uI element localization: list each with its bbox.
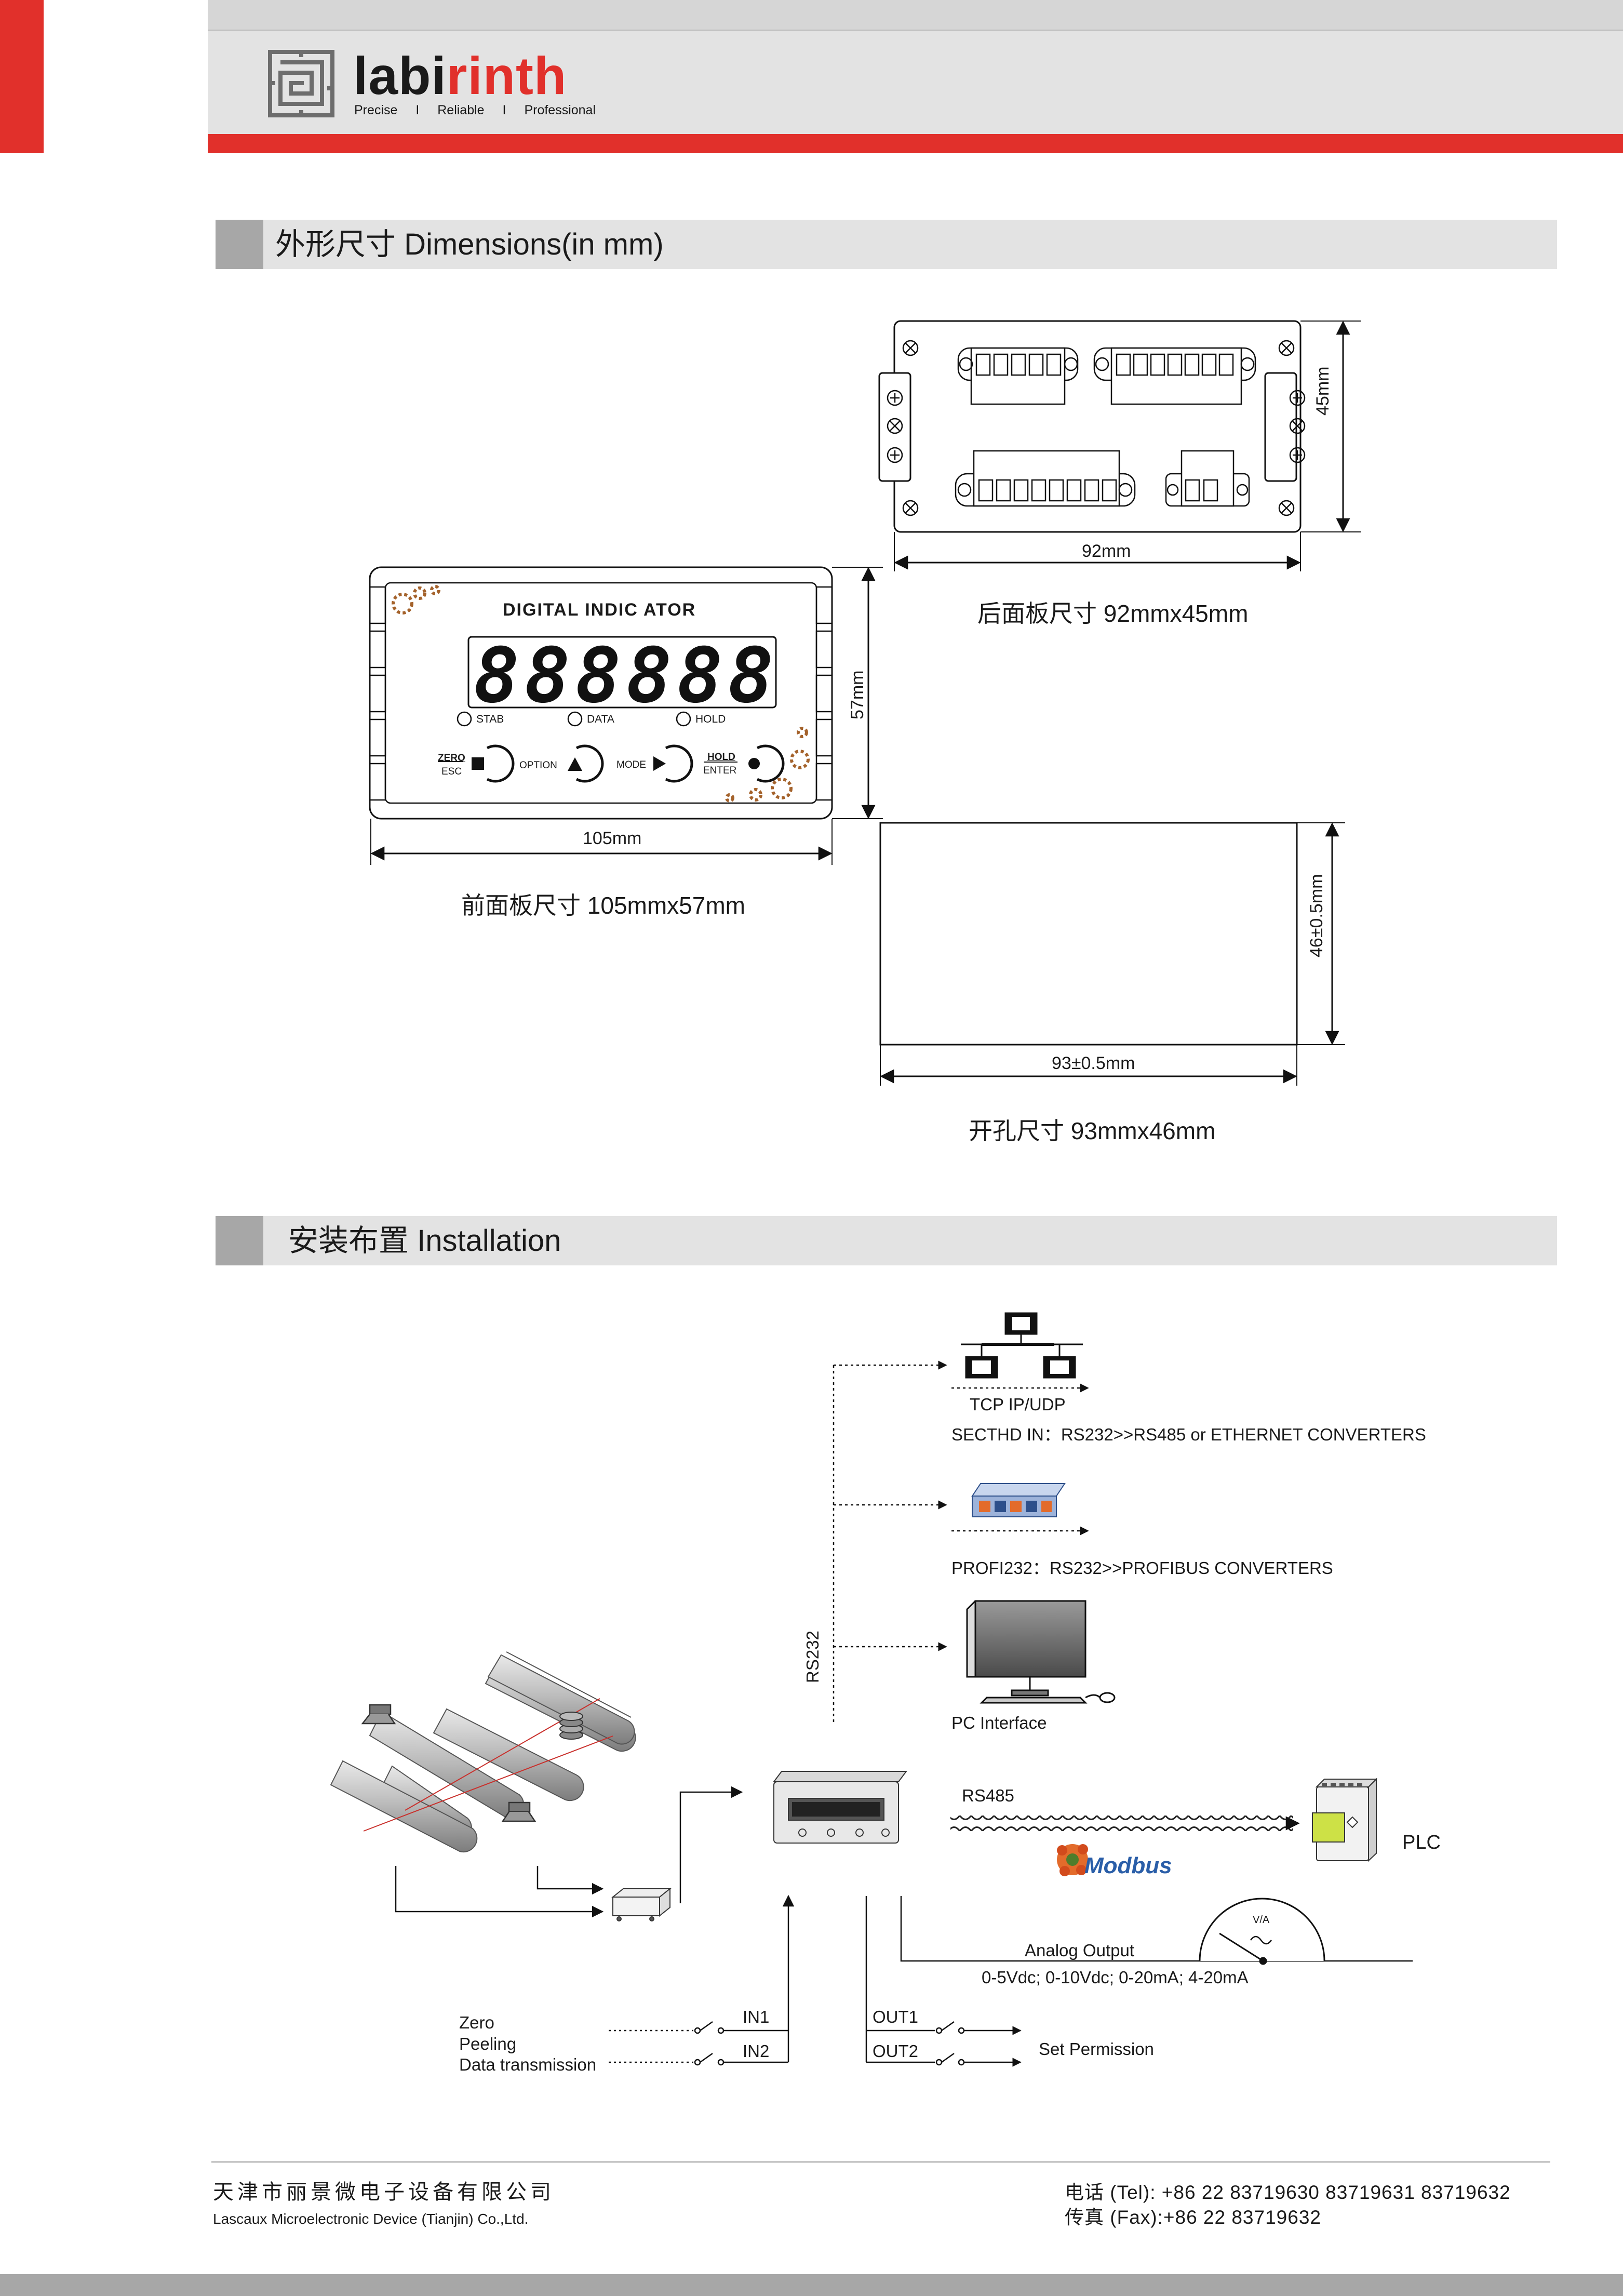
footer-fax: 传真 (Fax):+86 22 83719632: [1065, 2207, 1321, 2228]
footer-rules: [0, 2161, 1623, 2296]
switch-out2: [935, 2052, 1022, 2067]
key-label-zero: ZERO: [438, 753, 465, 764]
logo-wordmark-accent: rinth: [446, 46, 567, 105]
header-red-rule: [208, 134, 1623, 153]
front-height-label: 57mm: [848, 670, 867, 719]
tagline-separator: I: [415, 103, 420, 117]
cutout-caption: 开孔尺寸 93mmx46mm: [969, 1117, 1216, 1144]
weight-stack-icon: [559, 1712, 583, 1740]
modbus-logo-icon: [1057, 1844, 1088, 1876]
logo-wordmark: labirinth: [353, 49, 567, 102]
section-header-dimensions: 外形尺寸 Dimensions(in mm): [216, 220, 1557, 269]
section-marker: [216, 1216, 263, 1265]
header: [0, 0, 1623, 153]
tagline-item: Professional: [524, 103, 596, 117]
key-label-mode: MODE: [616, 759, 646, 770]
terminal-block: [955, 450, 1136, 507]
seven-segment-display: 888888: [474, 632, 779, 720]
tagline-item: Precise: [354, 103, 398, 117]
cutout-height-label: 46±0.5mm: [1307, 874, 1326, 957]
front-keys: [472, 744, 785, 783]
rear-width-label: 92mm: [1082, 541, 1131, 561]
rear-panel-drawing: [878, 320, 1361, 571]
maze-logo-icon: [268, 50, 334, 117]
header-band: [208, 30, 1623, 134]
out1-label: OUT1: [873, 2007, 919, 2026]
switch-out1: [935, 2021, 1022, 2035]
modbus-label: Modbus: [1084, 1853, 1172, 1878]
led-label-data: DATA: [587, 713, 614, 725]
rs485-label: RS485: [962, 1786, 1014, 1805]
analog-ranges-label: 0-5Vdc; 0-10Vdc; 0-20mA; 4-20mA: [982, 1968, 1249, 1987]
gear-icons: [392, 585, 810, 803]
logo-tagline: Precise I Reliable I Professional: [354, 104, 596, 117]
analog-output-label: Analog Output: [1025, 1941, 1134, 1960]
plc-label: PLC: [1402, 1832, 1441, 1853]
section-title: 安装布置 Installation: [288, 1224, 561, 1258]
input-data-transmission-label: Data transmission: [459, 2055, 597, 2074]
pc-interface-label: PC Interface: [951, 1713, 1047, 1732]
pc-monitor-icon: [966, 1600, 1116, 1704]
rear-height-label: 45mm: [1313, 366, 1333, 416]
section-title: 外形尺寸 Dimensions(in mm): [275, 228, 664, 261]
terminal-block: [957, 347, 1079, 405]
section-header-installation: 安装布置 Installation: [216, 1216, 1557, 1265]
junction-box-icon: [611, 1887, 672, 1921]
cutout-drawing: [879, 822, 1345, 1086]
front-panel-drawing: [369, 566, 883, 865]
ethernet-converters-label: SECTHD IN：RS232>>RS485 or ETHERNET CONVE…: [951, 1425, 1426, 1444]
footer-company-cn: 天津市丽景微电子设备有限公司: [213, 2181, 555, 2204]
key-label-enter: ENTER: [703, 765, 737, 776]
led-label-stab: STAB: [476, 713, 504, 725]
front-panel-caption: 前面板尺寸 105mmx57mm: [461, 892, 745, 919]
terminal-block: [1093, 347, 1256, 405]
tagline-item: Reliable: [437, 103, 485, 117]
tagline-separator: I: [502, 103, 506, 117]
profibus-converter-icon: [971, 1483, 1066, 1517]
led-label-hold: HOLD: [695, 713, 726, 725]
section-marker: [216, 220, 263, 269]
in2-label: IN2: [743, 2041, 770, 2061]
set-permission-label: Set Permission: [1039, 2039, 1154, 2059]
key-label-esc: ESC: [441, 766, 462, 777]
key-label-hold: HOLD: [707, 752, 735, 763]
in1-label: IN1: [743, 2007, 770, 2026]
meter-icon: [1199, 1898, 1325, 1965]
network-icon: [961, 1312, 1083, 1379]
rear-panel-caption: 后面板尺寸 92mmx45mm: [977, 600, 1249, 627]
terminal-block: [1165, 450, 1250, 507]
out2-label: OUT2: [873, 2041, 919, 2061]
logo-wordmark-plain: labi: [353, 46, 447, 105]
belt-roller-illustration: [330, 1651, 636, 1853]
switch-in2: [694, 2052, 788, 2066]
red-side-band: [0, 0, 44, 153]
installation-diagram: [330, 1312, 1413, 2067]
indicator-device-icon: [773, 1771, 907, 1844]
key-label-option: OPTION: [519, 760, 557, 771]
cutout-width-label: 93±0.5mm: [1052, 1053, 1135, 1073]
header-top-strip: [208, 0, 1623, 30]
rs485-cable: [950, 1816, 1293, 1831]
screw-icons: [887, 340, 1306, 516]
footer-company-en: Lascaux Microelectronic Device (Tianjin)…: [213, 2211, 529, 2227]
plc-icon: [1312, 1778, 1378, 1862]
meter-va-label: V/A: [1253, 1914, 1270, 1926]
front-width-label: 105mm: [583, 829, 642, 848]
rs232-label: RS232: [803, 1631, 822, 1683]
input-peeling-label: Peeling: [459, 2034, 517, 2053]
tcp-label: TCP IP/UDP: [970, 1395, 1066, 1414]
input-zero-label: Zero: [459, 2013, 494, 2032]
profibus-converters-label: PROFI232：RS232>>PROFIBUS CONVERTERS: [951, 1558, 1333, 1578]
footer-tel: 电话 (Tel): +86 22 83719630 83719631 83719…: [1065, 2182, 1511, 2203]
device-title: DIGITAL INDIC ATOR: [503, 600, 696, 620]
switch-in1: [694, 2021, 788, 2034]
